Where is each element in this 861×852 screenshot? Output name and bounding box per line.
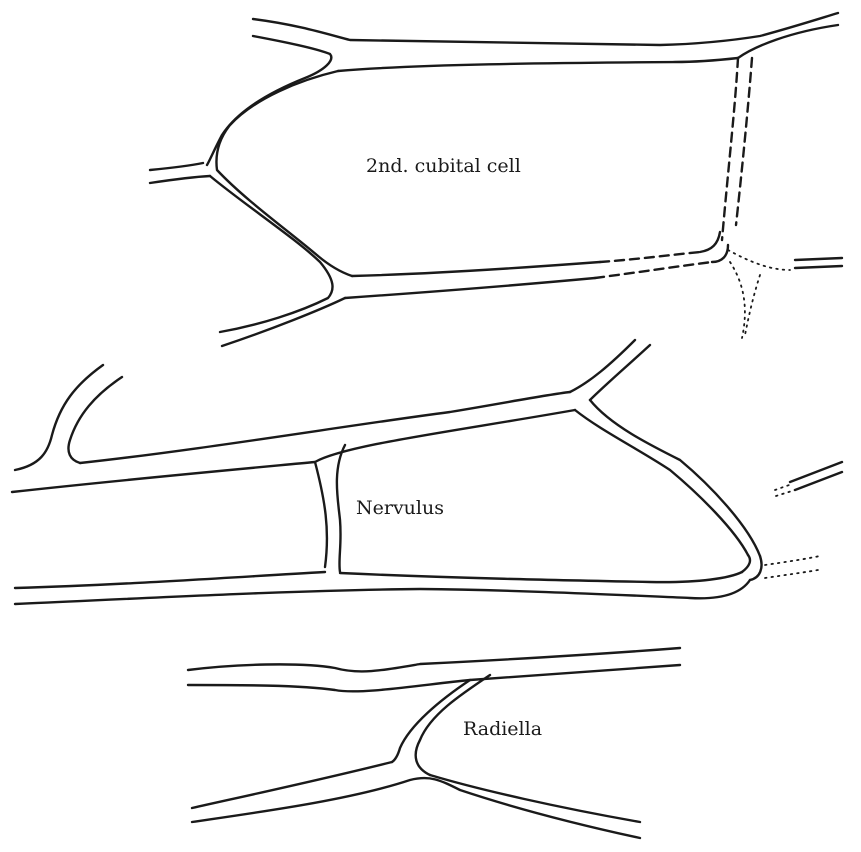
- vein-top-lower-edge: [207, 36, 331, 165]
- vein-stub-right-lower: [795, 266, 842, 268]
- cell2-right-border-outer: [575, 410, 748, 555]
- cell2-lower-border: [340, 572, 742, 582]
- cell-right-corner: [700, 232, 728, 262]
- vein-bottom-left-lower: [222, 298, 345, 346]
- nervulus-vein-left: [315, 462, 327, 567]
- vein-upper-left-curve-outer: [15, 365, 103, 470]
- label-cubital-cell: 2nd. cubital cell: [366, 155, 521, 177]
- cell2-right-tip: [742, 555, 762, 580]
- vein-bottom-main-lower: [345, 278, 595, 298]
- radiella-vein-upper: [188, 648, 680, 671]
- radiella-vein-lower-right: [430, 775, 640, 822]
- cell-left-border: [216, 71, 352, 276]
- vein-top-right-branch: [738, 25, 838, 58]
- figure-nervulus: [12, 340, 842, 604]
- label-nervulus: Nervulus: [356, 497, 444, 519]
- cell2-right-border-inner: [590, 400, 760, 556]
- radiella-vein-upper-lower-edge: [188, 665, 680, 691]
- vein-top-upper-edge: [253, 13, 838, 45]
- cell-right-border-dashed: [722, 58, 738, 240]
- radiella-vein-lower-upper: [192, 762, 392, 808]
- nervulus-vein-right: [337, 445, 345, 572]
- vein-costal-upper: [80, 392, 570, 463]
- cell-lower-border-dashed: [600, 252, 700, 262]
- cell-upper-border: [338, 58, 738, 71]
- vein-left-stub-lower: [150, 176, 210, 183]
- vein-stub-right-2-lower: [795, 472, 842, 490]
- dotted-fragment-right: [728, 250, 790, 338]
- dotted-fragment-right-2: [765, 556, 820, 578]
- vein-lower-upper-edge: [15, 572, 325, 588]
- dotted-fragment-right-3: [775, 484, 795, 496]
- cell-right-border-dashed-outer: [736, 58, 752, 225]
- vein-costal-lower: [12, 410, 575, 492]
- cell-lower-border: [352, 262, 600, 276]
- radiella-vein-lower-lower: [192, 778, 640, 838]
- vein-stub-right-2-upper: [790, 462, 842, 482]
- vein-left-stub-upper: [150, 163, 203, 170]
- label-radiella: Radiella: [463, 718, 542, 740]
- figure-cubital-cell: [150, 13, 842, 346]
- figure-radiella: [188, 648, 680, 838]
- vein-stub-right-upper: [795, 258, 842, 260]
- vein-bottom-dashed-lower: [595, 262, 712, 278]
